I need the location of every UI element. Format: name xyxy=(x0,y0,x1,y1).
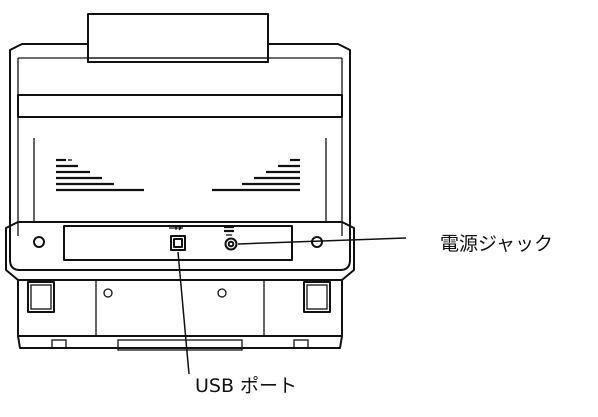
screw-left-icon xyxy=(33,236,45,248)
output-slot xyxy=(17,94,343,118)
power-jack-icon xyxy=(224,225,238,251)
vent-left xyxy=(56,158,144,192)
callout-line-power xyxy=(237,237,407,245)
top-tray xyxy=(87,13,269,63)
screw-base-left-icon xyxy=(103,288,113,298)
latch-right xyxy=(303,281,331,313)
usb-port-label: USB ポート xyxy=(195,375,298,397)
rear-panel xyxy=(33,138,327,223)
callout-line-usb xyxy=(177,251,190,375)
usb-port-icon xyxy=(169,225,186,251)
power-jack-label: 電源ジャック xyxy=(440,233,554,255)
latch-left xyxy=(27,281,55,313)
screw-base-right-icon xyxy=(217,288,227,298)
vent-right xyxy=(212,158,300,192)
scanner-body-upper xyxy=(9,43,351,271)
